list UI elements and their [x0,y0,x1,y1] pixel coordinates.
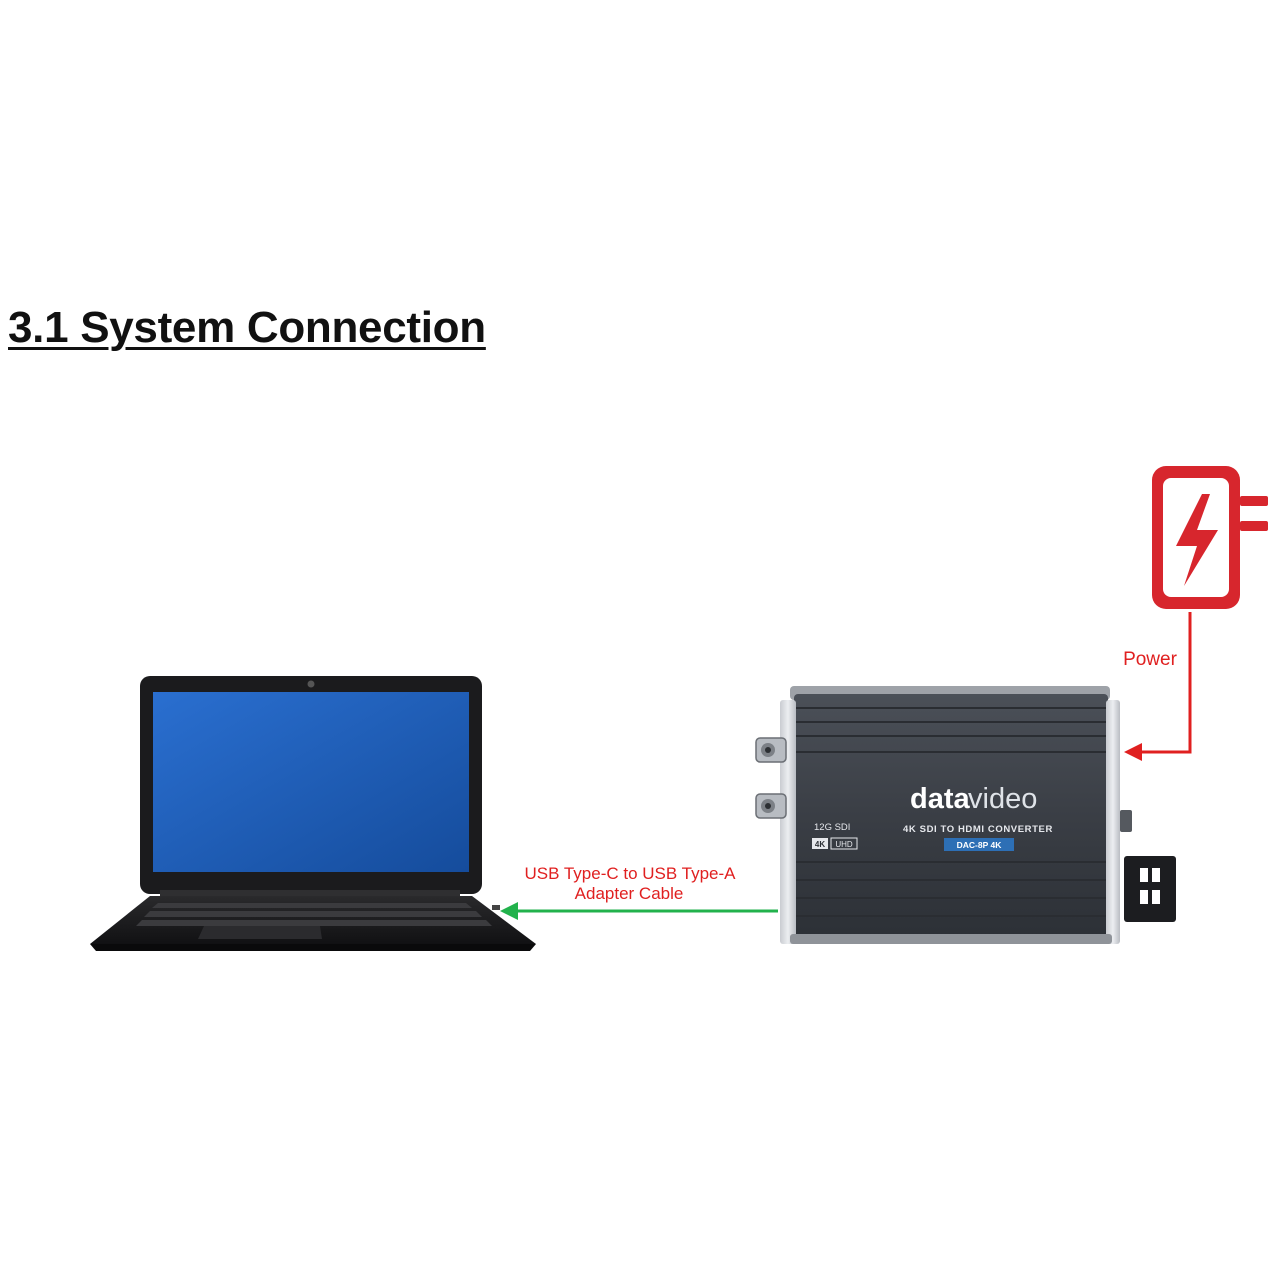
usb-cable-arrowhead [500,902,518,920]
laptop-camera [307,680,315,688]
device-bottom-rim [790,934,1112,944]
device-right-cap [1106,700,1120,944]
device-bnc-connectors [755,737,787,819]
device-left-cap [780,700,796,944]
device-badge-4k-box [812,838,828,849]
laptop-touchpad [198,926,322,939]
usb-cable-connection [500,902,778,920]
lightning-bolt-icon [1176,494,1218,586]
laptop-screen [153,692,469,872]
device-mounting-bracket [1124,856,1176,922]
device-brand-data: data [910,783,971,815]
device-body [794,694,1108,940]
laptop-icon [90,676,536,951]
power-label: Power [1123,649,1178,670]
power-connection [1124,612,1192,761]
device-badge-4k: 4K [815,840,825,849]
section-title: 3.1 System Connection [8,303,486,352]
power-adapter-icon [1152,466,1268,609]
device-right-port [1120,810,1132,832]
laptop-keyboard [136,903,492,926]
device-subtitle: 4K SDI TO HDMI CONVERTER [903,824,1053,835]
power-line [1138,612,1192,754]
converter-device-icon: data video 4K SDI TO HDMI CONVERTER DAC-… [755,686,1176,944]
device-badge-12g: 12G SDI [814,822,850,833]
laptop-base-edge [90,944,536,951]
laptop-usb-port [492,905,500,910]
usb-cable-label-line1: USB Type-C to USB Type-A [524,864,736,883]
usb-cable-label-line2: Adapter Cable [575,884,684,903]
device-badge-uhd-box [830,837,858,850]
power-plug-prong-top [1240,496,1268,506]
device-model-box [944,838,1014,851]
device-brand-video: video [968,783,1037,815]
device-model: DAC-8P 4K [957,840,1003,850]
device-badge-uhd: UHD [835,840,853,849]
power-plug-prong-bottom [1240,521,1268,531]
laptop-hinge [160,890,460,898]
power-arrowhead [1124,743,1142,761]
device-ridges [796,707,1106,917]
